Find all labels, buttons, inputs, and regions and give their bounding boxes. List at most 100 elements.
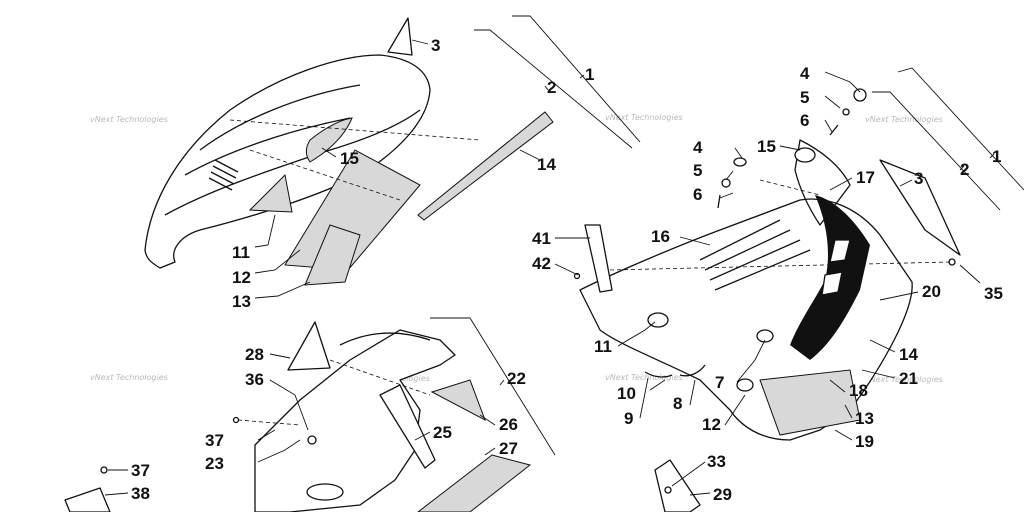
hood-shell	[144, 54, 431, 269]
part-6-pin-b	[829, 124, 839, 136]
callout-16: 16	[651, 227, 670, 246]
callout-19: 19	[855, 432, 874, 451]
callout-5: 5	[693, 161, 702, 180]
callout-37: 37	[205, 431, 224, 450]
part-37-screw-b	[100, 466, 108, 474]
callout-35: 35	[984, 284, 1003, 303]
callout-22: 22	[507, 369, 526, 388]
part-37-screw	[232, 416, 240, 424]
callout-13: 13	[855, 409, 874, 428]
part-36-grommet	[307, 435, 317, 445]
callout-33: 33	[707, 452, 726, 471]
part-6-pin	[717, 194, 721, 209]
part-19-panel	[759, 369, 861, 436]
callout-1: 1	[585, 65, 594, 84]
part-3-fin	[879, 159, 961, 256]
callout-12: 12	[702, 415, 721, 434]
callout-20: 20	[922, 282, 941, 301]
part-7-grommet	[756, 329, 774, 343]
part-25-bracket	[379, 384, 436, 469]
hood-vent	[208, 159, 239, 191]
belly-pan	[254, 329, 456, 512]
part-12-grommet	[736, 378, 754, 392]
leaders-top-left	[254, 15, 641, 299]
callout-29: 29	[713, 485, 732, 504]
callout-15: 15	[757, 137, 776, 156]
callout-42: 42	[532, 254, 551, 273]
part-4-screw	[733, 157, 747, 167]
part-15-decal	[305, 117, 353, 163]
part-29-bracket	[654, 459, 701, 512]
callout-38: 38	[131, 484, 150, 503]
callout-9: 9	[624, 409, 633, 428]
callout-23: 23	[205, 454, 224, 473]
part-38-bracket	[64, 487, 111, 512]
callout-41: 41	[532, 229, 551, 248]
watermark: vNext Technologies	[865, 115, 943, 124]
windshield-fin	[387, 17, 413, 56]
watermark: vNext Technologies	[605, 113, 683, 122]
callout-36: 36	[245, 370, 264, 389]
callout-14: 14	[537, 155, 556, 174]
watermark: vNext Technologies	[605, 373, 683, 382]
part-14-strip	[417, 111, 554, 221]
callout-28: 28	[245, 345, 264, 364]
watermark: vNext Technologies	[90, 373, 168, 382]
leaders-bottom-left	[257, 317, 556, 463]
callout-3: 3	[914, 169, 923, 188]
hood-crease	[184, 117, 351, 176]
part-8-clip	[679, 364, 706, 377]
callout-21: 21	[899, 369, 918, 388]
callout-6: 6	[693, 185, 702, 204]
callout-11: 11	[232, 243, 250, 262]
watermark: vNext Technologies	[865, 375, 943, 384]
part-9-clip	[644, 371, 673, 378]
callout-5: 5	[800, 88, 809, 107]
part-4-screw-b	[853, 88, 867, 102]
part-27-panel	[417, 454, 532, 512]
belly-pan-edge	[339, 332, 431, 346]
watermark: vNext Technologies	[90, 115, 168, 124]
callout-6: 6	[800, 111, 809, 130]
leaders-bottom-corner	[104, 461, 711, 496]
leaders-top-right	[554, 67, 1024, 441]
part-15-grommet	[794, 147, 816, 163]
part-13-decal	[304, 224, 361, 286]
small-parts-bottom	[64, 459, 701, 512]
belly-pan-assembly	[232, 321, 532, 512]
callout-26: 26	[499, 415, 518, 434]
callout-10: 10	[617, 384, 636, 403]
belly-pan-hole	[306, 483, 344, 501]
part-41-bracket	[584, 224, 613, 293]
part-42-screw	[573, 272, 581, 280]
part-11-decal	[248, 173, 293, 213]
part-5-washer	[721, 178, 731, 188]
callout-8: 8	[673, 394, 682, 413]
callout-17: 17	[856, 168, 875, 187]
hood-crease	[199, 84, 361, 151]
part-33-screw	[664, 486, 672, 494]
callout-18: 18	[849, 381, 868, 400]
callout-1: 1	[992, 147, 1001, 166]
callout-3: 3	[431, 36, 440, 55]
callout-2: 2	[960, 160, 969, 179]
panel-louvers	[699, 219, 811, 291]
callout-11: 11	[594, 337, 612, 356]
callout-2: 2	[547, 78, 556, 97]
callout-25: 25	[433, 423, 452, 442]
callout-15: 15	[340, 149, 359, 168]
callout-37: 37	[131, 461, 150, 480]
callout-4: 4	[693, 138, 703, 157]
callout-4: 4	[800, 64, 810, 83]
callout-13: 13	[232, 292, 251, 311]
side-panel-assembly-right	[573, 88, 961, 441]
callout-14: 14	[899, 345, 918, 364]
hood-assembly-left	[144, 17, 554, 286]
callout-12: 12	[232, 268, 251, 287]
part-26-decal	[430, 379, 486, 422]
callout-7: 7	[715, 373, 724, 392]
callout-27: 27	[499, 439, 518, 458]
part-28-fin	[287, 321, 331, 371]
part-5-washer-b	[842, 108, 850, 116]
